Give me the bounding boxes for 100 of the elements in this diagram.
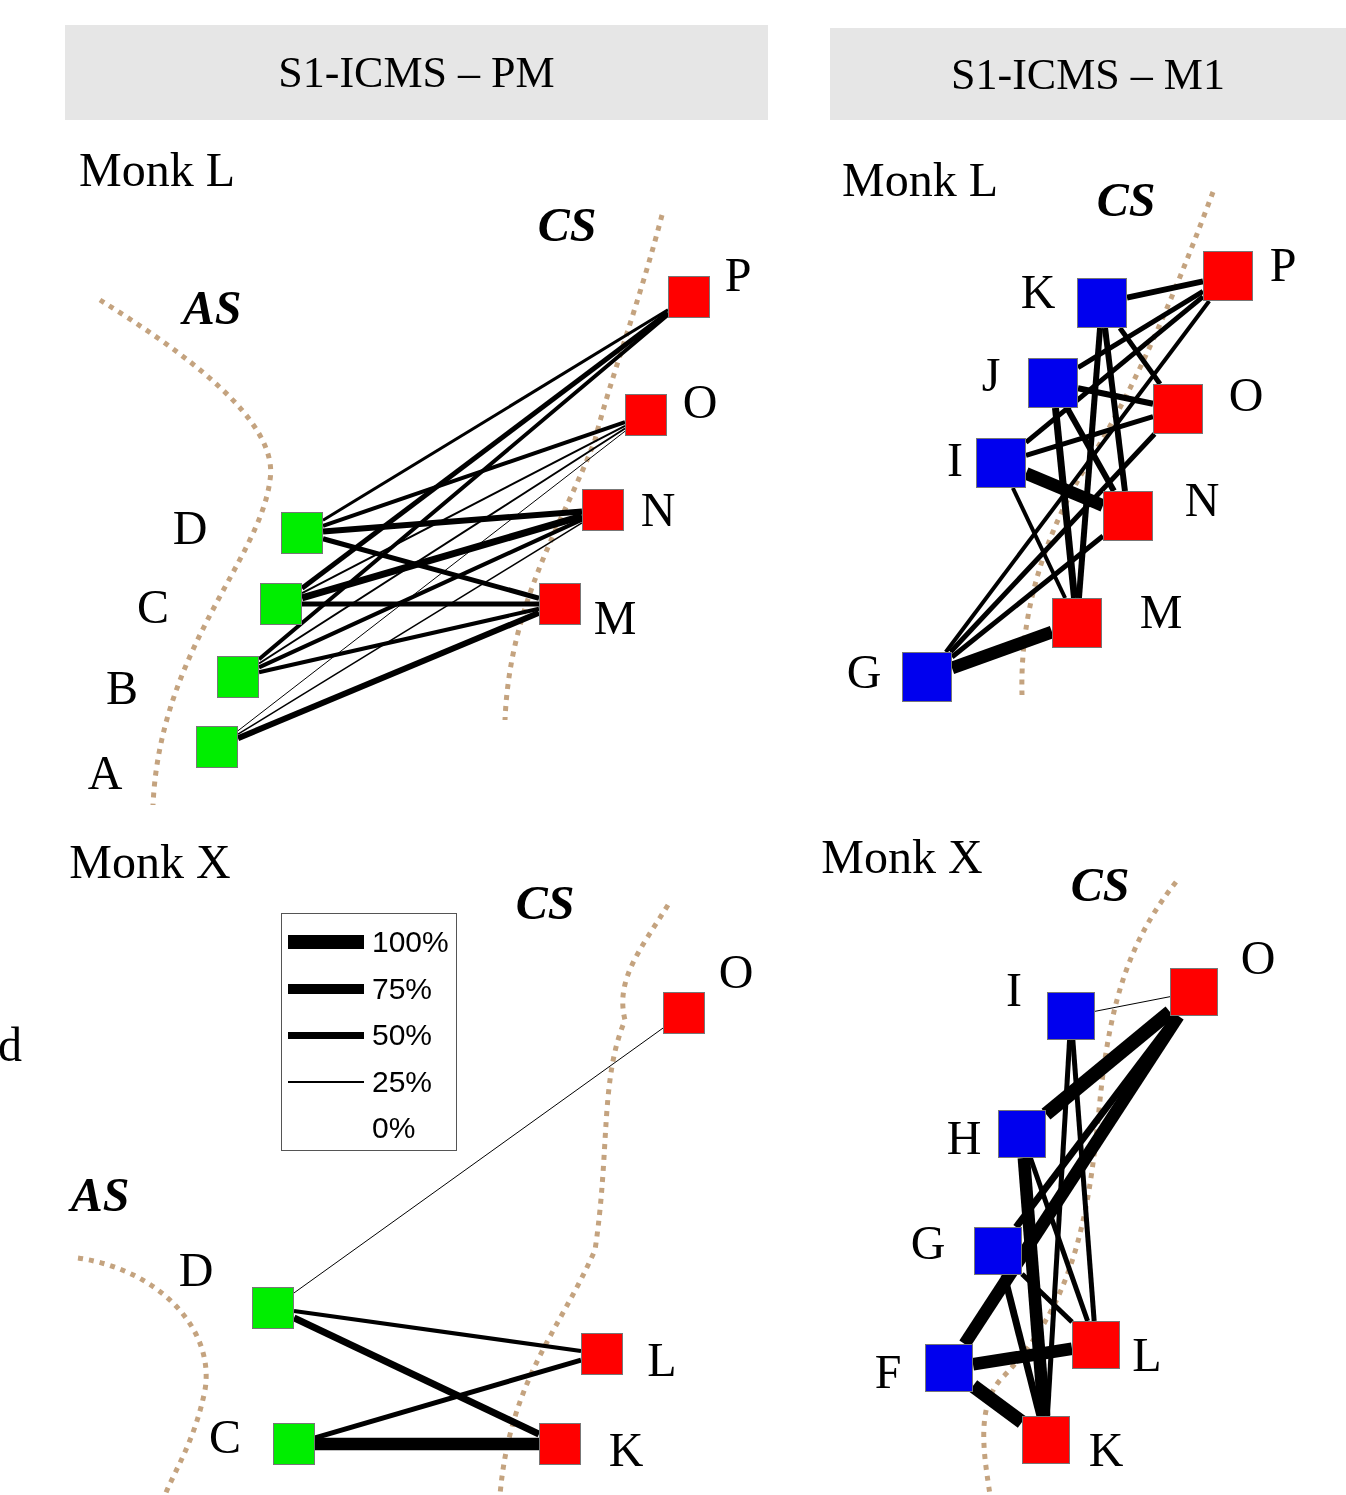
- connection-line: [1025, 414, 1154, 458]
- connection-line: [300, 310, 670, 591]
- connection-line: [315, 1437, 539, 1451]
- connection-line: [322, 536, 540, 601]
- electrode-square: [1153, 384, 1203, 434]
- connection-line: [1028, 1157, 1090, 1322]
- site-letter: K: [1020, 268, 1056, 316]
- connection-line: [1017, 1157, 1051, 1417]
- electrode-square: [976, 438, 1026, 488]
- region-label: CS: [537, 201, 597, 249]
- site-letter: K: [1088, 1426, 1124, 1474]
- connection-line: [1102, 327, 1128, 492]
- electrode-square: [925, 1344, 973, 1392]
- electrode-square: [196, 726, 238, 768]
- site-letter: G: [910, 1219, 946, 1267]
- electrode-square: [281, 512, 323, 554]
- connection-line: [257, 313, 670, 661]
- connection-line: [258, 427, 626, 665]
- site-letter: O: [718, 948, 754, 996]
- electrode-square: [1022, 1416, 1070, 1464]
- site-letter: G: [846, 648, 882, 696]
- site-letter: M: [593, 594, 637, 642]
- site-letter: B: [106, 664, 138, 712]
- connection-line: [1077, 385, 1154, 407]
- site-letter: C: [209, 1413, 241, 1461]
- electrode-square: [252, 1287, 294, 1329]
- electrode-square: [1170, 968, 1218, 1016]
- site-letter: L: [1132, 1331, 1162, 1379]
- electrode-square: [539, 1423, 581, 1465]
- connection-line: [1011, 487, 1067, 599]
- connection-line: [1064, 406, 1117, 493]
- site-letter: N: [1184, 476, 1220, 524]
- region-label: CS: [515, 879, 575, 927]
- site-letter: N: [640, 486, 676, 534]
- connection-line: [293, 1308, 582, 1354]
- connection-line: [1126, 278, 1204, 301]
- legend-text: 75%: [372, 971, 433, 1006]
- connection-line: [972, 1342, 1073, 1371]
- connection-line: [301, 512, 583, 602]
- region-label: CS: [1096, 176, 1156, 224]
- connection-line: [948, 432, 1157, 654]
- electrode-square: [539, 583, 581, 625]
- connection-line: [1070, 1039, 1097, 1322]
- legend-text: 50%: [372, 1018, 433, 1052]
- site-letter: D: [172, 504, 208, 552]
- electrode-square: [217, 656, 259, 698]
- electrode-square: [668, 276, 710, 318]
- site-letter: P: [1269, 241, 1297, 289]
- connection-line: [237, 522, 583, 735]
- legend-text: 0%: [372, 1111, 416, 1145]
- site-letter: L: [647, 1336, 677, 1384]
- panel-label: Monk L: [79, 146, 235, 194]
- connection-line: [1075, 327, 1104, 599]
- site-letter: K: [608, 1426, 644, 1474]
- connection-line: [1094, 996, 1171, 1012]
- panel-label: d: [0, 1021, 22, 1069]
- site-letter: D: [178, 1246, 214, 1294]
- header-band: [830, 28, 1346, 120]
- connection-line: [236, 610, 541, 741]
- electrode-square: [1203, 251, 1253, 301]
- panel-label: Monk X: [821, 833, 983, 881]
- connection-line: [1052, 407, 1078, 599]
- connection-line: [293, 1027, 664, 1294]
- electrode-square: [902, 652, 952, 702]
- connection-line: [944, 299, 1211, 654]
- electrode-square: [582, 489, 624, 531]
- panel-label: Monk L: [842, 156, 998, 204]
- connection-line: [237, 430, 626, 732]
- site-letter: P: [724, 251, 752, 299]
- site-letter: C: [137, 583, 169, 631]
- electrode-square: [1103, 491, 1153, 541]
- region-label: AS: [70, 1171, 130, 1219]
- site-letter: O: [1228, 371, 1264, 419]
- connection-line: [1020, 1272, 1074, 1324]
- header-title: S1-ICMS – PM: [278, 47, 555, 98]
- electrode-square: [581, 1333, 623, 1375]
- electrode-square: [625, 394, 667, 436]
- connection-line: [302, 601, 539, 607]
- site-letter: O: [1240, 934, 1276, 982]
- electrode-square: [1072, 1321, 1120, 1369]
- electrode-square: [663, 992, 705, 1034]
- site-letter: M: [1139, 588, 1183, 636]
- connection-line: [314, 1357, 582, 1441]
- electrode-square: [273, 1423, 315, 1465]
- panel-label: Monk X: [69, 838, 231, 886]
- electrode-square: [1052, 598, 1102, 648]
- region-label: CS: [1070, 861, 1130, 909]
- site-letter: H: [946, 1114, 982, 1162]
- connection-line: [1024, 294, 1205, 445]
- connection-line: [322, 420, 626, 528]
- region-label: AS: [182, 284, 242, 332]
- site-letter: A: [87, 749, 123, 797]
- header-band: [65, 25, 768, 120]
- site-letter: I: [947, 436, 963, 484]
- connection-line: [968, 1380, 1027, 1428]
- connection-line: [301, 424, 626, 595]
- electrode-square: [1047, 992, 1095, 1040]
- connection-line: [322, 508, 583, 535]
- connection-line: [292, 1314, 541, 1438]
- site-letter: O: [682, 378, 718, 426]
